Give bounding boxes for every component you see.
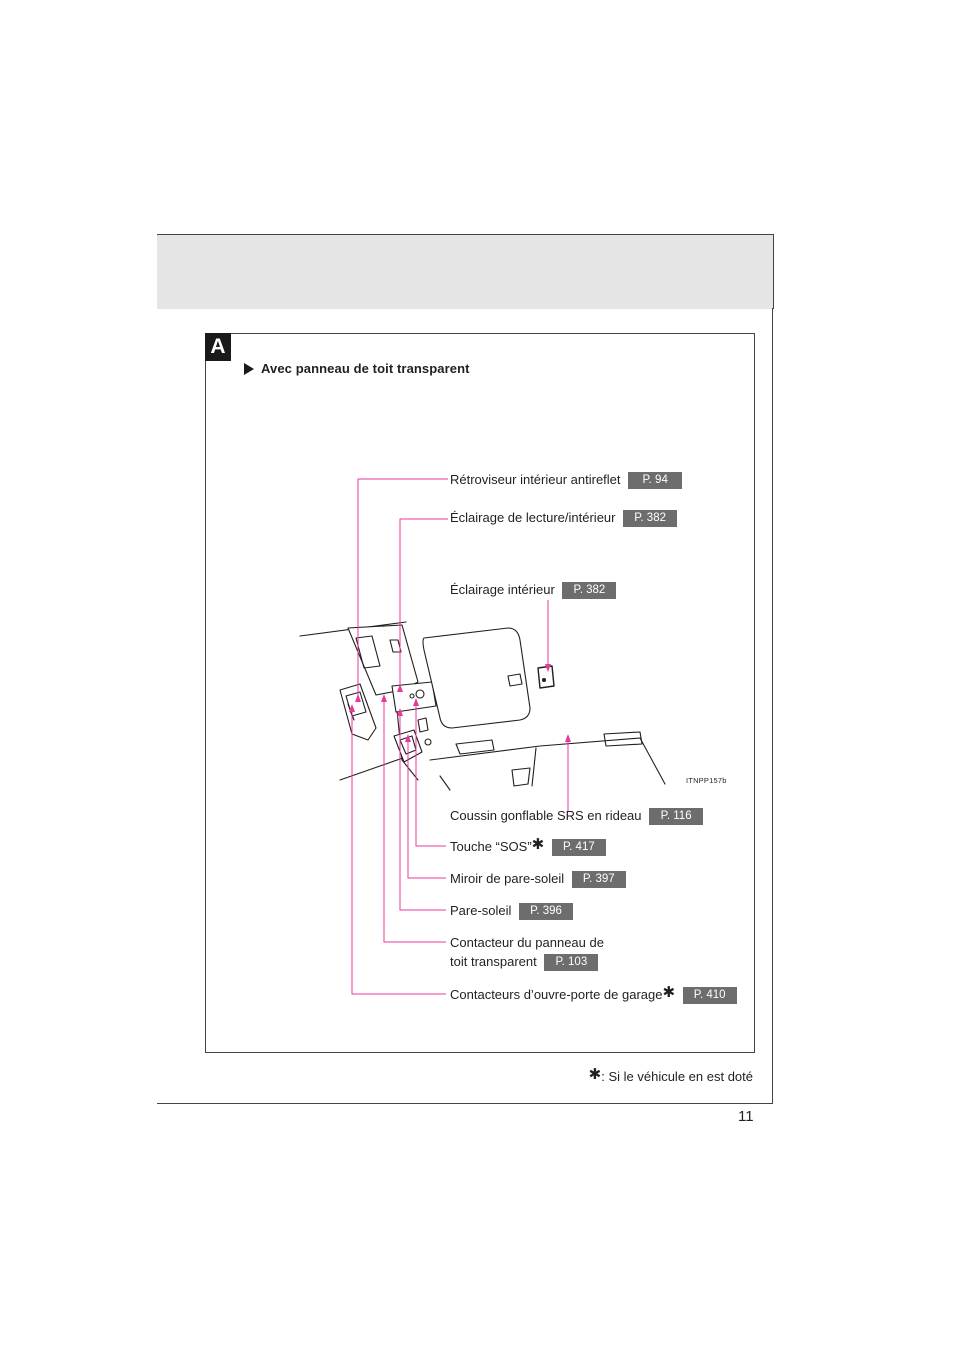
leader-retroviseur: [357, 478, 448, 700]
callout-pare-soleil: Pare-soleil P. 396: [450, 901, 574, 921]
asterisk-icon: ✱: [662, 984, 676, 1001]
callout-contacteur-panneau: Contacteur du panneau de toit transparen…: [450, 933, 604, 972]
illustration-ref-code: ITNPP157b: [686, 776, 727, 785]
section-title-row: Avec panneau de toit transparent: [244, 361, 470, 376]
triangle-bullet-icon: [244, 362, 254, 375]
illustration-frame: [205, 333, 755, 1053]
callout-label: Éclairage intérieur: [450, 582, 555, 597]
callout-label-line2: toit transparent: [450, 954, 537, 969]
callout-label: Touche “SOS”: [450, 839, 532, 854]
callout-label: Pare-soleil: [450, 903, 512, 918]
callout-label: Miroir de pare-soleil: [450, 871, 565, 886]
callout-label: Contacteurs d’ouvre-porte de garage: [450, 987, 663, 1002]
asterisk-icon: ✱: [588, 1066, 602, 1083]
page-number: 11: [738, 1108, 754, 1125]
header-band: [157, 234, 774, 309]
page-ref-link[interactable]: P. 410: [682, 987, 737, 1005]
page-ref-link[interactable]: P. 382: [562, 582, 617, 600]
leader-touche-sos: [415, 704, 446, 847]
callout-label: Coussin gonflable SRS en rideau: [450, 808, 642, 823]
footnote-text: : Si le véhicule en est doté: [601, 1069, 753, 1084]
leader-contacteurs-garage: [351, 710, 446, 995]
callout-label: Rétroviseur intérieur antireflet: [450, 472, 621, 487]
right-margin-rule: [772, 308, 773, 1103]
page-ref-link[interactable]: P. 94: [628, 472, 683, 490]
callout-retroviseur: Rétroviseur intérieur antireflet P. 94: [450, 470, 683, 490]
callout-label-line1: Contacteur du panneau de: [450, 935, 604, 950]
footnote: ✱: Si le véhicule en est doté: [0, 1066, 753, 1085]
asterisk-icon: ✱: [531, 836, 545, 853]
callout-eclairage-interieur: Éclairage intérieur P. 382: [450, 580, 617, 600]
page-ref-link[interactable]: P. 116: [649, 808, 704, 826]
section-title: Avec panneau de toit transparent: [261, 361, 470, 376]
leader-contacteur-panneau: [383, 700, 446, 943]
callout-eclairage-lecture: Éclairage de lecture/intérieur P. 382: [450, 508, 678, 528]
ceiling-drawing: [299, 621, 666, 791]
leader-miroir: [407, 740, 446, 879]
leader-pare-soleil: [399, 714, 446, 911]
callout-contacteurs-garage: Contacteurs d’ouvre-porte de garage✱ P. …: [450, 984, 737, 1005]
callout-miroir: Miroir de pare-soleil P. 397: [450, 869, 626, 889]
leader-eclairage-lecture: [399, 518, 448, 690]
leader-arrowheads: [349, 664, 571, 742]
page-ref-link[interactable]: P. 382: [623, 510, 678, 528]
page-ref-link[interactable]: P. 397: [571, 871, 626, 889]
callout-label: Éclairage de lecture/intérieur: [450, 510, 616, 525]
callout-touche-sos: Touche “SOS”✱ P. 417: [450, 836, 606, 857]
page-ref-link[interactable]: P. 103: [544, 954, 599, 972]
leader-lines: [351, 478, 569, 995]
callout-coussin: Coussin gonflable SRS en rideau P. 116: [450, 806, 704, 826]
bottom-rule: [157, 1103, 773, 1104]
page-ref-link[interactable]: P. 417: [551, 839, 606, 857]
page-ref-link[interactable]: P. 396: [519, 903, 574, 921]
section-tab: A: [205, 333, 231, 361]
